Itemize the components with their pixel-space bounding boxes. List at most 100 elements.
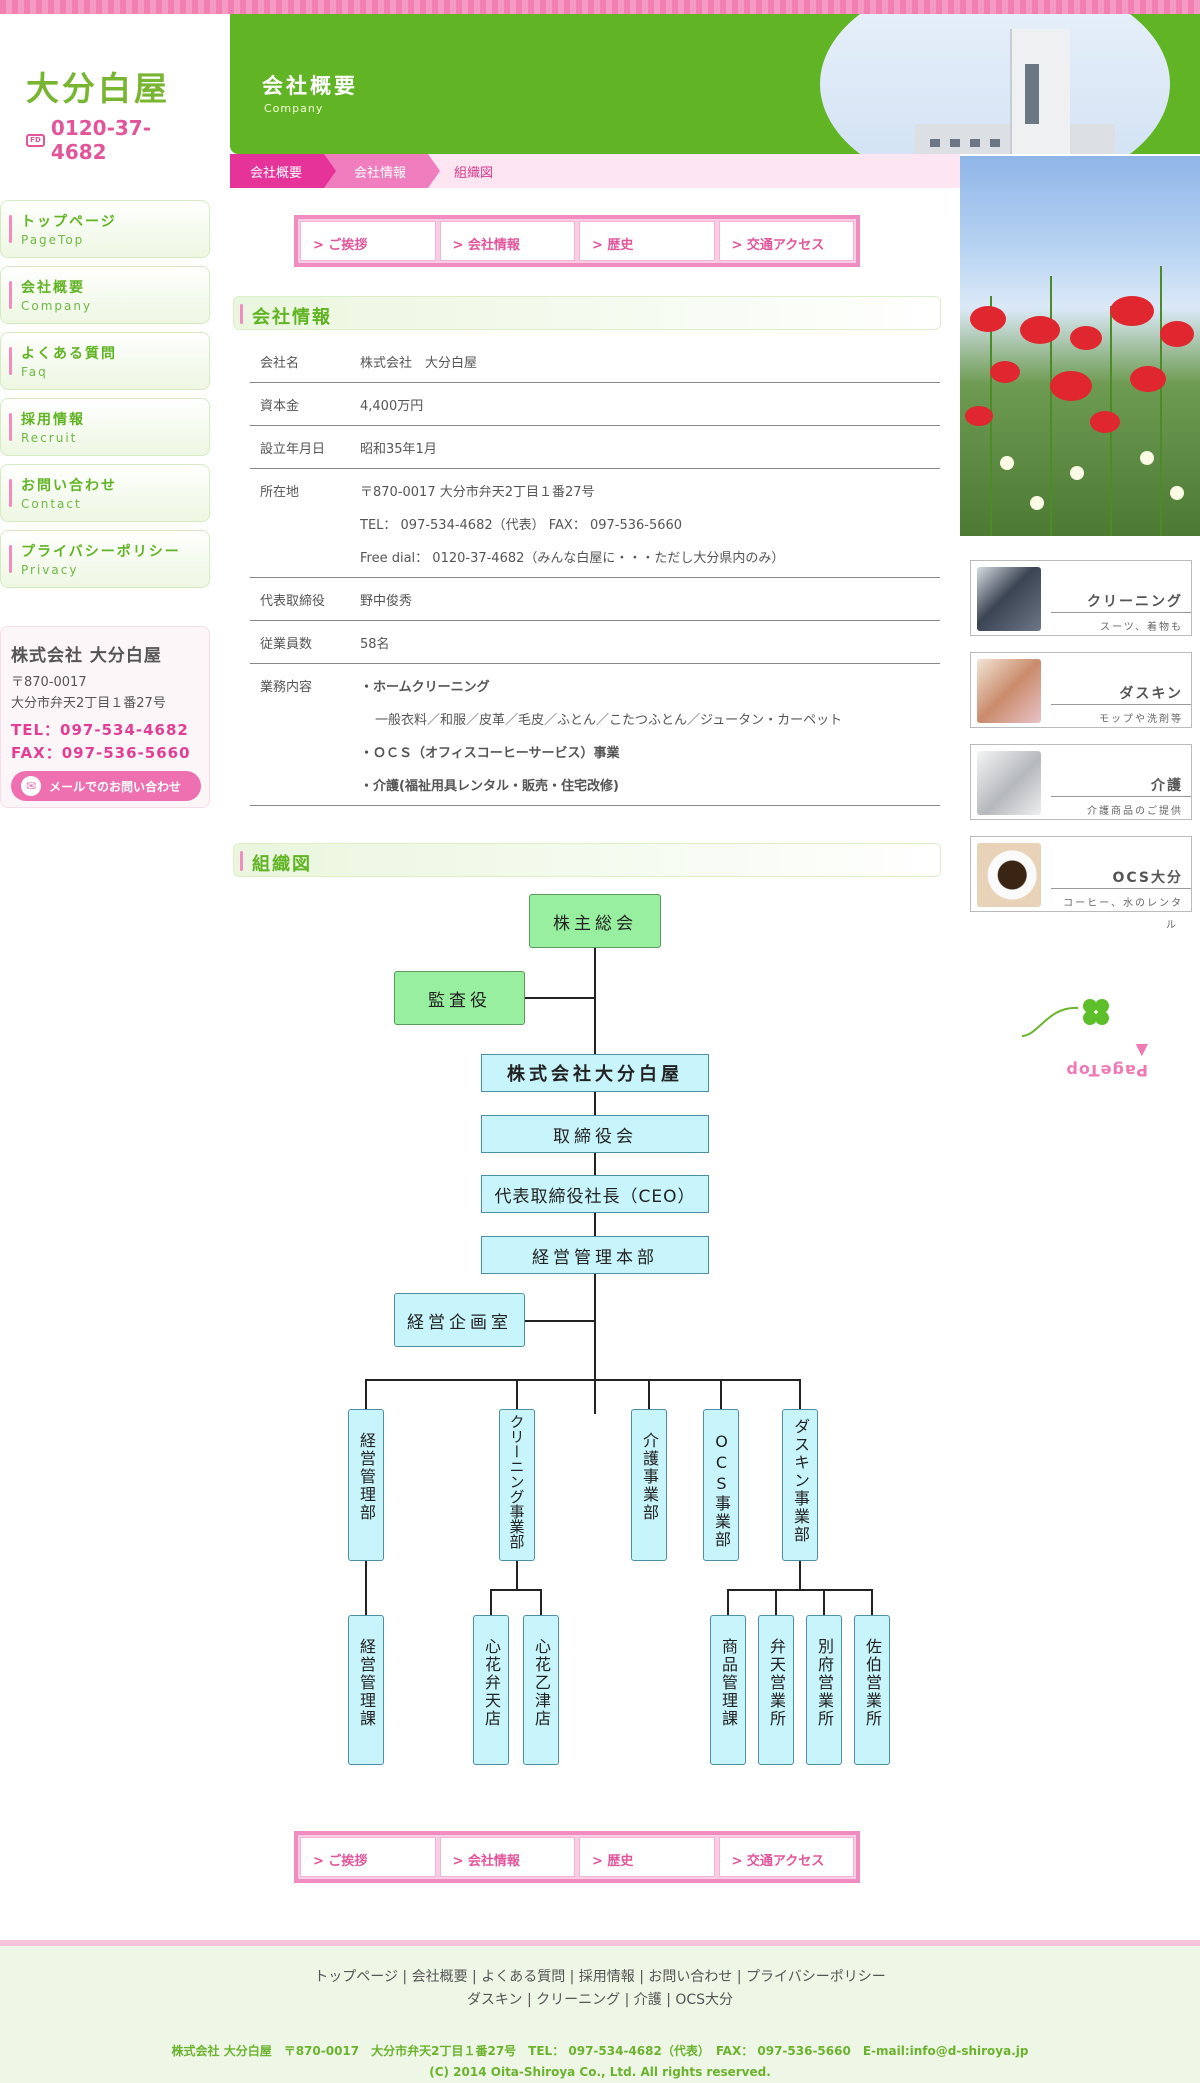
side-nav-item-privacy[interactable]: プライバシーポリシー Privacy	[0, 530, 210, 588]
side-nav-sublabel: Privacy	[21, 563, 79, 577]
service-divider	[1051, 704, 1191, 705]
org-box-shareholders: 株主総会	[529, 894, 661, 948]
building-window	[930, 139, 940, 147]
info-value: 野中俊秀	[360, 590, 412, 609]
info-value-line: TEL： 097-534-4682（代表） FAX： 097-536-5660	[360, 518, 683, 533]
staff-photo-icon	[977, 659, 1041, 723]
org-line	[516, 1560, 518, 1590]
org-box-department: 経営管理部	[348, 1409, 384, 1561]
service-subtitle: 介護商品のご提供	[1087, 806, 1183, 817]
page-top-button[interactable]: PageTop ▲	[1018, 996, 1148, 1080]
org-box-board: 取締役会	[481, 1115, 709, 1153]
logo-tel-number: 0120-37-4682	[50, 116, 152, 164]
breadcrumb: 会社概要 会社情報 組織図	[230, 154, 960, 188]
info-label: 業務内容	[260, 680, 313, 695]
info-value-line: ・介護(福祉用具レンタル・販売・住宅改修)	[360, 779, 619, 794]
mail-contact-button[interactable]: ✉ メールでのお問い合わせ	[11, 771, 201, 801]
service-card-care[interactable]: 介護 介護商品のご提供	[970, 744, 1192, 820]
side-nav-item-company[interactable]: 会社概要 Company	[0, 266, 210, 324]
info-label: 所在地	[260, 485, 300, 500]
flower-photo	[960, 156, 1200, 536]
service-divider	[1051, 888, 1191, 889]
side-nav-sublabel: Contact	[21, 497, 82, 511]
service-divider	[1051, 612, 1191, 613]
daisy-flower	[1140, 451, 1154, 465]
info-label: 設立年月日	[260, 442, 326, 457]
org-line	[799, 1379, 801, 1409]
side-nav-sublabel: Company	[21, 299, 93, 313]
company-info-table: 会社名 株式会社 大分白屋 資本金 4,400万円 設立年月日 昭和35年1月 …	[250, 340, 940, 806]
breadcrumb-item[interactable]: 会社情報	[324, 154, 441, 188]
footer-links[interactable]: トップページ | 会社概要 | よくある質問 | 採用情報 | お問い合わせ |…	[0, 1966, 1200, 2012]
info-label: 従業員数	[260, 637, 313, 652]
service-card-ocs[interactable]: OCS大分 コーヒー、水のレンタ	[970, 836, 1192, 912]
side-nav-item-top[interactable]: トップページ PageTop	[0, 200, 210, 258]
side-nav-item-recruit[interactable]: 採用情報 Recruit	[0, 398, 210, 456]
info-value-line: 昭和35年1月	[360, 442, 437, 457]
org-line	[727, 1589, 729, 1615]
free-dial-icon: FD	[26, 133, 45, 147]
sub-nav-access[interactable]: > 交通アクセス	[718, 1837, 854, 1877]
info-value: 〒870-0017 大分市弁天2丁目１番27号 TEL： 097-534-468…	[360, 481, 784, 566]
info-value-line: 野中俊秀	[360, 594, 413, 609]
org-box-department: ダスキン事業部	[782, 1409, 818, 1561]
info-value: 4,400万円	[360, 395, 423, 414]
footer-address: 株式会社 大分白屋 〒870-0017 大分市弁天2丁目１番27号 TEL： 0…	[171, 2044, 1029, 2058]
company-tel: TEL：097-534-4682	[11, 721, 189, 739]
building-tower	[1010, 29, 1070, 154]
sub-nav-history[interactable]: > 歴史	[579, 1837, 715, 1877]
org-line	[490, 1589, 492, 1615]
side-nav-item-contact[interactable]: お問い合わせ Contact	[0, 464, 210, 522]
poppy-flower	[1070, 326, 1102, 350]
side-nav-item-faq[interactable]: よくある質問 Faq	[0, 332, 210, 390]
breadcrumb-item[interactable]: 会社概要	[230, 154, 337, 188]
company-zip: 〒870-0017	[11, 675, 87, 690]
sub-nav-info[interactable]: > 会社情報	[439, 221, 575, 261]
service-card-cleaning[interactable]: クリーニング スーツ、着物も	[970, 560, 1192, 636]
org-box-auditor: 監査役	[394, 971, 525, 1025]
service-title: 介護	[1151, 778, 1183, 794]
org-box-department: 介護事業部	[631, 1409, 667, 1561]
org-line	[775, 1589, 777, 1615]
site-logo[interactable]: 大分白屋 FD 0120-37-4682	[26, 62, 196, 164]
company-fax: FAX：097-536-5660	[11, 744, 191, 762]
info-row: 設立年月日 昭和35年1月	[250, 426, 940, 469]
sub-nav-history[interactable]: > 歴史	[579, 221, 715, 261]
sub-nav-access[interactable]: > 交通アクセス	[718, 221, 854, 261]
sub-nav-top: > ご挨拶 > 会社情報 > 歴史 > 交通アクセス	[294, 215, 860, 267]
org-line	[727, 1589, 873, 1591]
info-value: 58名	[360, 633, 390, 652]
sub-nav-bottom: > ご挨拶 > 会社情報 > 歴史 > 交通アクセス	[294, 1831, 860, 1883]
info-value-line: 58名	[360, 637, 390, 652]
org-box-unit: 商品管理課	[710, 1615, 746, 1765]
org-line	[799, 1560, 801, 1590]
page-title: 会社概要	[262, 74, 358, 98]
org-box-ceo: 代表取締役社長（CEO）	[481, 1175, 709, 1213]
org-box-department: クリーニング事業部	[499, 1409, 535, 1561]
poppy-flower	[1020, 316, 1060, 344]
org-line	[365, 1379, 367, 1409]
service-card-duskin[interactable]: ダスキン モップや洗剤等	[970, 652, 1192, 728]
info-label: 代表取締役	[260, 594, 326, 609]
sub-nav-info[interactable]: > 会社情報	[439, 1837, 575, 1877]
side-nav-label: お問い合わせ	[21, 478, 117, 494]
side-nav-label: よくある質問	[21, 346, 117, 362]
org-line	[365, 1379, 801, 1381]
page-header: 会社概要 Company	[230, 14, 1200, 154]
info-value: ・ホームクリーニング 一般衣料／和服／皮革／毛皮／ふとん／こたつふとん／ジュータ…	[360, 676, 842, 794]
bed-photo-icon	[977, 751, 1041, 815]
logo-tel: FD 0120-37-4682	[26, 116, 196, 164]
org-box-unit: 心花乙津店	[523, 1615, 559, 1765]
poppy-flower	[1090, 411, 1120, 433]
footer-links-row-1[interactable]: トップページ | 会社概要 | よくある質問 | 採用情報 | お問い合わせ |…	[314, 1969, 886, 1985]
company-name: 株式会社 大分白屋	[11, 646, 162, 666]
sub-nav-greeting[interactable]: > ご挨拶	[300, 1837, 436, 1877]
sub-nav-greeting[interactable]: > ご挨拶	[300, 221, 436, 261]
service-subtitle: スーツ、着物も	[1100, 622, 1183, 633]
page-top-label: PageTop ▲	[1065, 1042, 1148, 1080]
service-subtitle: コーヒー、水のレンタ	[1063, 898, 1183, 909]
footer-links-row-2[interactable]: ダスキン | クリーニング | 介護 | OCS大分	[466, 1992, 734, 2008]
org-line	[648, 1379, 650, 1409]
breadcrumb-current: 組織図	[454, 165, 494, 181]
service-divider	[1051, 796, 1191, 797]
